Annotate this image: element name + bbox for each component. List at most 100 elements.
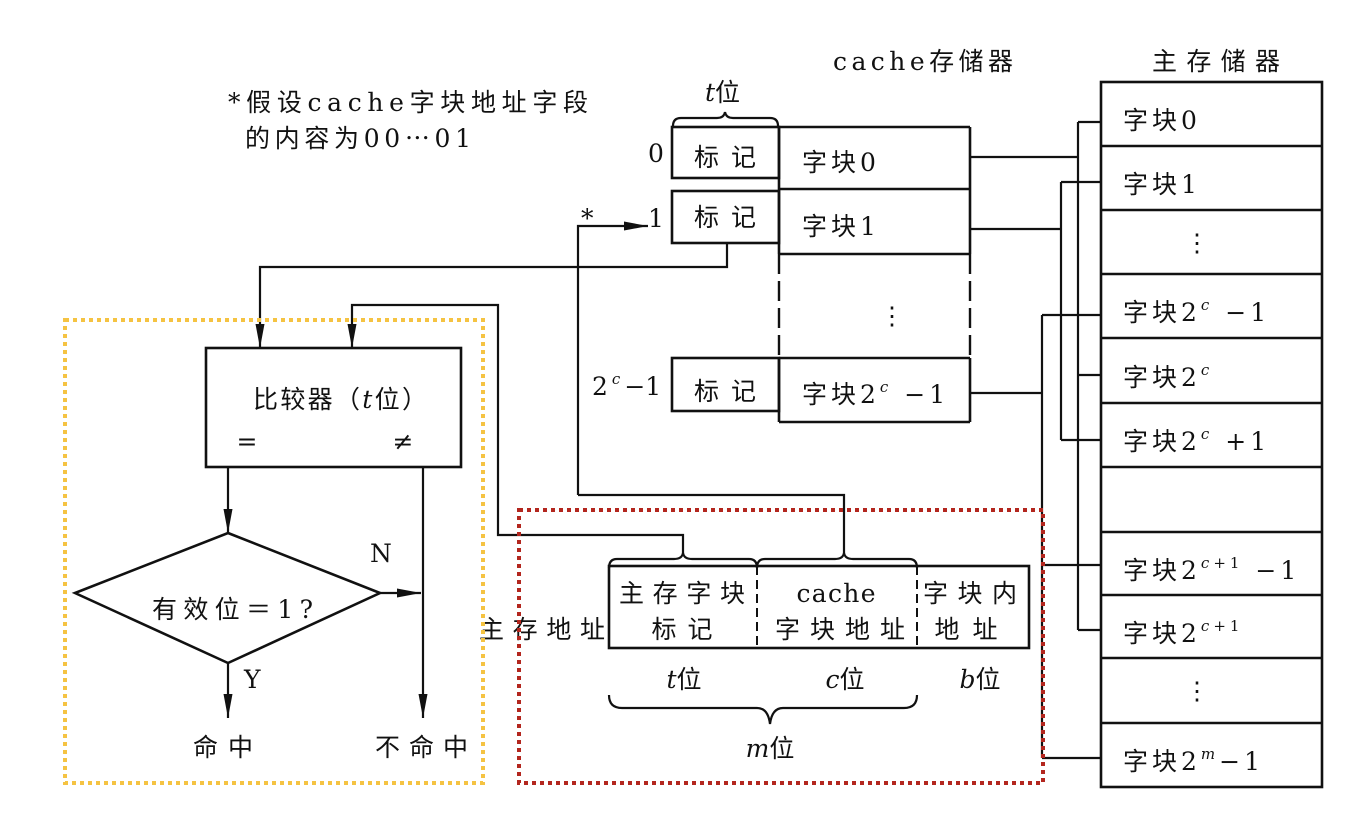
hit-outcome-label: 命中 <box>193 733 253 762</box>
main-block-label: 字块2c+1 <box>1123 617 1243 648</box>
main-ellipsis: ⋮ <box>1185 228 1210 257</box>
comparator-width-var: t <box>362 385 373 414</box>
tag-field-line-2: 标记 <box>652 615 713 644</box>
total-width-label: m位 <box>746 734 795 763</box>
block-base: 字块2 <box>1123 747 1201 776</box>
block-base: 字块2 <box>1123 298 1201 327</box>
cache-block-label-1: 字块1 <box>802 212 880 241</box>
main-memory-frame <box>1099 80 1324 789</box>
main-memory-row-dividers <box>1101 144 1322 725</box>
cache-index-connector <box>578 493 846 555</box>
block-base: 字块1 <box>1123 170 1201 199</box>
index-suffix: −1 <box>624 372 661 401</box>
mapping-line-cache-block-last <box>970 313 1101 760</box>
cache-data-grid <box>777 125 972 424</box>
block-exponent: c <box>1201 361 1213 379</box>
index-base: 2 <box>592 372 608 401</box>
tag-field-brace <box>607 552 759 569</box>
word-offset-field-line-2: 地址 <box>935 615 998 644</box>
main-memory: 字块0 字块1 ⋮ 字块2c −1 字块2c 字块2c +1 字块2c+1 −1… <box>1099 80 1324 789</box>
cache-row-index-0: 0 <box>648 139 664 168</box>
cache-row-index-1: 1 <box>648 204 664 233</box>
cache-ellipsis: ⋮ <box>880 301 905 330</box>
tag-field-line-1: 主存字块 <box>619 579 745 608</box>
main-block-label: 字块2c +1 <box>1123 425 1270 456</box>
main-block-label: 字块2m−1 <box>1123 745 1264 776</box>
block-suffix: −1 <box>1219 747 1264 776</box>
main-memory-title: 主存储器 <box>1152 47 1280 76</box>
cache-tag-width-var: t <box>705 78 716 107</box>
hit-logic-highlight-box <box>63 318 485 785</box>
address-tag-to-comparator-arrow <box>347 303 685 555</box>
cache-index-arrow <box>576 221 648 495</box>
cache-block-address-field-width: c位 <box>825 665 864 694</box>
mapping-lines <box>970 120 1101 760</box>
note-line-2: 的内容为00⋯01 <box>245 124 471 153</box>
main-block-label: 字块2c <box>1123 361 1213 392</box>
note-line-1: *假设cache字块地址字段 <box>228 88 588 117</box>
main-block-label: 字块1 <box>1123 170 1201 199</box>
word-offset-field-width: b位 <box>959 665 1000 694</box>
width-var: t <box>666 665 677 694</box>
comparator-not-equal-output: ≠ <box>393 427 414 456</box>
comparator-equal-output: = <box>237 427 258 456</box>
cache-title: cache存储器 <box>833 47 1013 76</box>
block-suffix: +1 <box>1213 427 1270 456</box>
block-exponent: m <box>1201 745 1219 763</box>
cache-tag-label-0: 标记 <box>694 143 756 172</box>
main-memory-address-format: 主存地址 主存字块 标记 cache 字块地址 字块内 地址 t位 c位 b位 … <box>479 552 1031 763</box>
width-unit: 位 <box>840 665 865 694</box>
block-suffix: −1 <box>1243 556 1300 585</box>
block-base: 字块2 <box>1123 619 1201 648</box>
valid-bit-decision-label: 有效位＝1? <box>152 595 313 624</box>
total-width-brace <box>607 694 919 725</box>
width-unit: 位 <box>769 734 794 763</box>
block-base: 字块2 <box>1123 363 1201 392</box>
cache-block-address-field-line-1: cache <box>797 579 876 608</box>
cache-tag-brace <box>671 111 780 127</box>
width-unit: 位 <box>677 665 702 694</box>
cache-tag-width-label: t位 <box>705 78 740 107</box>
cache-tag-box-1 <box>670 189 781 245</box>
block-suffix: −1 <box>1213 298 1270 327</box>
cache-block-address-field-line-2: 字块地址 <box>775 615 905 644</box>
block-base: 字块2 <box>1123 556 1201 585</box>
no-branch-label: N <box>370 539 392 568</box>
width-var: m <box>746 734 770 763</box>
mapping-line-cache-block-1 <box>970 180 1101 442</box>
cache-tag-width-unit: 位 <box>715 78 740 107</box>
block-exponent: c <box>880 378 892 396</box>
address-format-highlight-box <box>517 508 1045 785</box>
block-exponent-rest: +1 <box>1213 554 1243 572</box>
yes-branch-label: Y <box>243 665 261 694</box>
width-var: b <box>959 665 975 694</box>
comparator-label-suffix: 位） <box>375 385 427 414</box>
block-exponent-rest: +1 <box>1213 617 1243 635</box>
main-ellipsis: ⋮ <box>1185 676 1210 705</box>
main-block-label: 字块2c+1 −1 <box>1123 554 1300 585</box>
block-exponent: c <box>1201 296 1213 314</box>
block-exponent: c <box>1201 425 1213 443</box>
cache-tag-box-0 <box>670 125 781 180</box>
block-exponent: c <box>1201 554 1213 572</box>
miss-outcome-label: 不命中 <box>375 733 468 762</box>
tag-field-width: t位 <box>666 665 701 694</box>
comparator-box <box>204 346 463 469</box>
pointer-marker: * <box>581 204 594 233</box>
width-var: c <box>825 665 839 694</box>
mapping-line-cache-block-0 <box>970 120 1101 632</box>
hit-check-flowchart: 比较器（t位） = ≠ 有效位＝1? N Y 命中 不命中 <box>71 346 468 762</box>
cache-omitted-rows-border <box>777 254 972 358</box>
cache-tag-to-comparator-arrow <box>255 243 729 348</box>
cache-tag-label-last: 标记 <box>694 377 756 406</box>
word-offset-field-line-1: 字块内 <box>923 579 1017 608</box>
cache-block-label-last: 字块2c −1 <box>802 378 949 409</box>
block-suffix: −1 <box>892 380 949 409</box>
cache-tag-box-last <box>670 356 781 413</box>
block-exponent: c <box>1201 617 1213 635</box>
main-block-label: 字块0 <box>1123 106 1201 135</box>
main-block-label: 字块2c −1 <box>1123 296 1270 327</box>
